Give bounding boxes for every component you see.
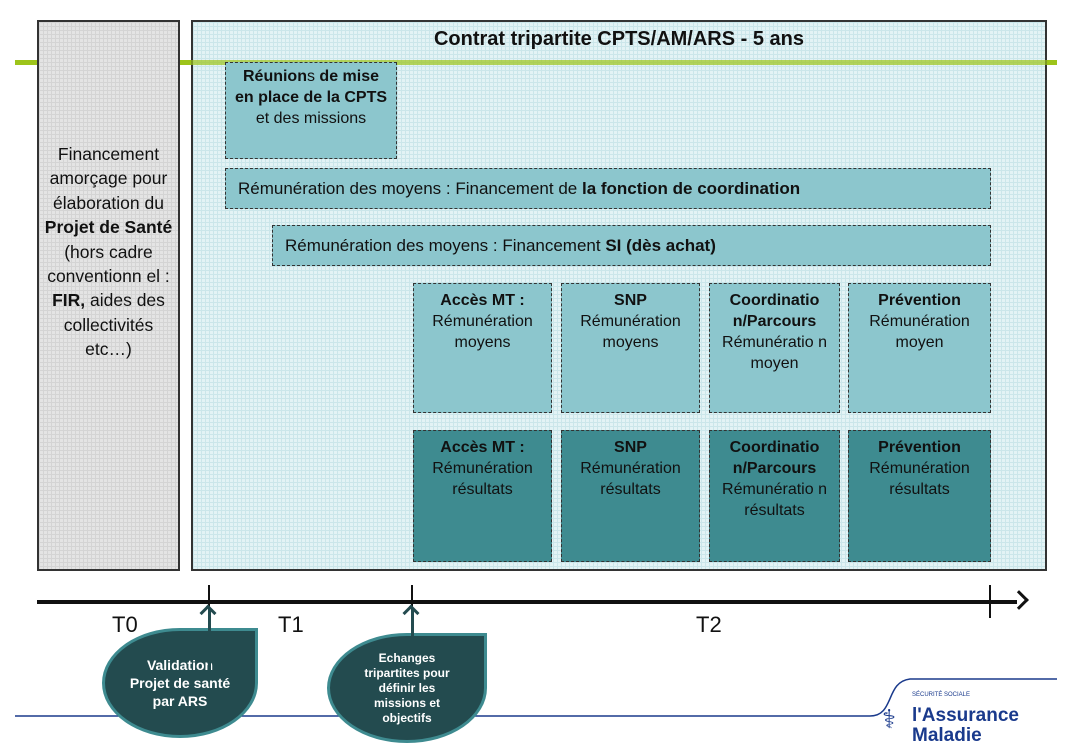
- box-text: Rémunération résultats: [432, 460, 533, 498]
- box-title: Prévention: [878, 439, 961, 456]
- arrow-up-icon: [402, 604, 420, 622]
- text: SI (dès achat): [605, 236, 716, 255]
- box-text: Rémunération résultats: [580, 460, 681, 498]
- logo-text: Maladie: [912, 725, 982, 746]
- text: Financement amorçage pour élaboration du: [49, 144, 168, 213]
- timeline-axis: [37, 600, 1017, 604]
- text: FIR,: [52, 290, 86, 311]
- green-rule-overlay: [191, 60, 1047, 65]
- box-text: Rémunération moyen: [869, 313, 970, 351]
- timeline-arrow-icon: [1009, 590, 1029, 610]
- label-t2: T2: [696, 612, 722, 637]
- footer-line: [15, 678, 1057, 717]
- arrow-up-icon: [199, 604, 217, 622]
- text: la fonction de coordination: [581, 179, 801, 198]
- moyens-box: SNP Rémunération moyens: [561, 283, 700, 413]
- text: Projet de Santé: [44, 217, 173, 238]
- box-text: Rémunération résultats: [869, 460, 970, 498]
- tick-end: [989, 585, 991, 618]
- text: Rémunération des moyens : Financement de: [238, 179, 582, 198]
- logo-figure-icon: ⚕: [882, 704, 897, 734]
- moyens-box: Accès MT : Rémunération moyens: [413, 283, 552, 413]
- logo-small-text: SÉCURITÉ SOCIALE: [912, 692, 971, 698]
- label-t1: T1: [278, 612, 304, 637]
- text: s: [306, 68, 315, 85]
- text: de mise en place de la CPTS: [234, 68, 388, 106]
- box-text: Rémunératio n moyen: [722, 334, 827, 372]
- text: aides des collectivités etc…): [63, 290, 165, 360]
- box-title: SNP: [614, 439, 647, 456]
- box-title: Coordinatio n/Parcours: [729, 292, 820, 330]
- box-title: Accès MT :: [440, 292, 525, 309]
- text: et des missions: [255, 110, 367, 127]
- resultats-box: Accès MT : Rémunération résultats: [413, 430, 552, 562]
- tick-t2: [411, 585, 413, 618]
- box-title: SNP: [614, 292, 647, 309]
- seed-funding-box: Financement amorçage pour élaboration du…: [37, 20, 180, 571]
- text: Réunion: [242, 68, 307, 85]
- si-row: Rémunération des moyens : Financement SI…: [272, 225, 991, 266]
- resultats-box: SNP Rémunération résultats: [561, 430, 700, 562]
- box-text: Rémunération moyens: [432, 313, 533, 351]
- contract-title: Contrat tripartite CPTS/AM/ARS - 5 ans: [433, 28, 805, 50]
- reunions-box: Réunions de mise en place de la CPTS et …: [225, 62, 397, 159]
- bubble-echanges: Echanges tripartites pour définir les mi…: [327, 633, 487, 743]
- arrow-line: [411, 608, 414, 636]
- arrow-line: [208, 608, 211, 670]
- text: Rémunération des moyens : Financement: [285, 236, 606, 255]
- box-text: Rémunération moyens: [580, 313, 681, 351]
- tick-t1: [208, 585, 210, 618]
- box-title: Coordinatio n/Parcours: [729, 439, 820, 477]
- box-title: Accès MT :: [440, 439, 525, 456]
- box-title: Prévention: [878, 292, 961, 309]
- coordination-row: Rémunération des moyens : Financement de…: [225, 168, 991, 209]
- label-t0: T0: [112, 612, 138, 637]
- bubble-validation: Validation Projet de santé par ARS: [102, 628, 258, 738]
- logo-text: l'Assurance: [912, 705, 1019, 726]
- box-text: Rémunératio n résultats: [722, 481, 827, 519]
- text: (hors cadre conventionn el :: [47, 241, 170, 287]
